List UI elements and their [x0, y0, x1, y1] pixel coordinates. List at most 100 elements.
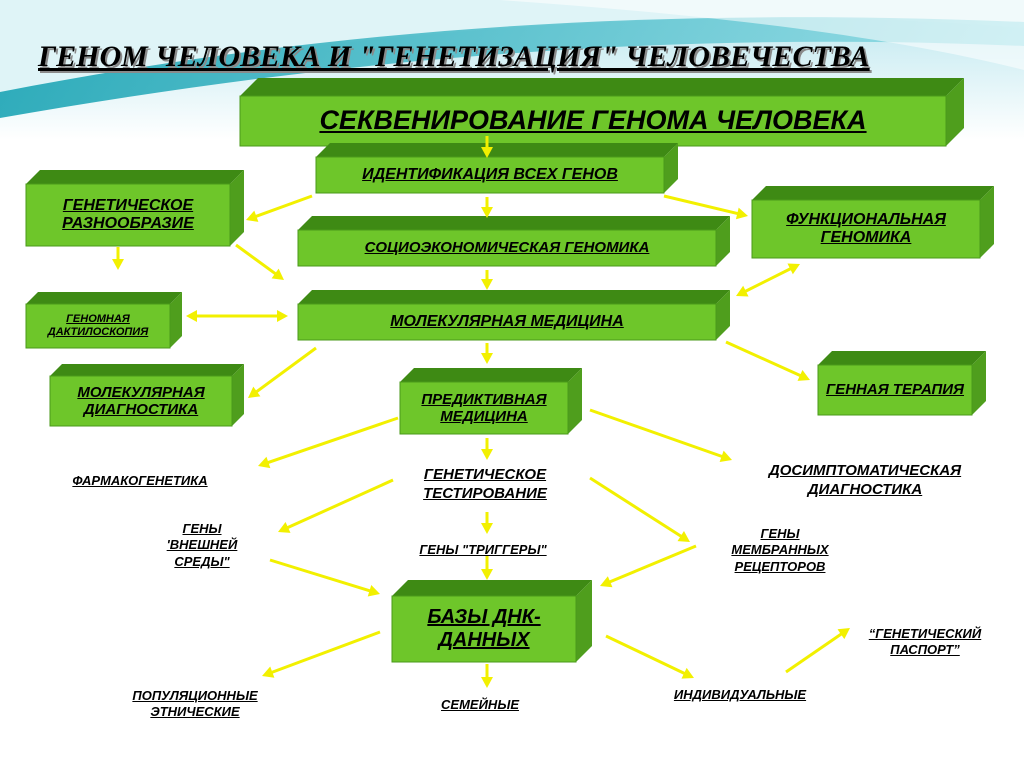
arrow-head	[481, 279, 493, 290]
arrow-shaft	[589, 408, 725, 459]
arrow-db-to-family	[481, 664, 493, 688]
box-side-face	[980, 186, 994, 258]
arrow-head	[112, 259, 124, 270]
box-shape-functional-genomics	[751, 186, 994, 259]
arrow-head	[677, 531, 690, 542]
box-top-face	[392, 580, 592, 596]
arrow-pred-to-testing	[481, 438, 493, 460]
box-front-face	[315, 156, 665, 194]
arrow-head	[837, 628, 850, 640]
box-side-face	[946, 78, 964, 146]
box-side-face	[568, 368, 582, 434]
box-front-face	[25, 303, 171, 349]
box-shape-molecular-medicine	[297, 290, 730, 341]
label-genetic-passport: “ГЕНЕТИЧЕСКИЙ ПАСПОРТ”	[868, 626, 982, 658]
box-molecular-diagnostics: МОЛЕКУЛЯРНАЯ ДИАГНОСТИКА	[50, 376, 232, 426]
box-shape-fingerprinting	[25, 292, 182, 349]
arrow-shaft	[253, 194, 313, 219]
arrow-diversity-to-molmed	[235, 243, 284, 280]
arrow-shaft	[743, 266, 793, 294]
box-gene-therapy: ГЕННАЯ ТЕРАПИЯ	[818, 365, 972, 415]
arrow-head	[481, 523, 493, 534]
label-population: ПОПУЛЯЦИОННЫЕ ЭТНИЧЕСКИЕ	[132, 688, 258, 720]
box-top-face	[26, 292, 182, 304]
arrow-head	[277, 310, 288, 322]
arrow-head	[736, 285, 749, 297]
arrow-head	[271, 268, 284, 280]
box-top-face	[240, 78, 964, 96]
box-fingerprinting: ГЕНОМНАЯ ДАКТИЛОСКОПИЯ	[26, 304, 170, 348]
box-label: БАЗЫ ДНК-ДАННЫХ	[427, 606, 541, 651]
label-presymptomatic: ДОСИМПТОМАТИЧЕСКАЯ ДИАГНОСТИКА	[768, 462, 962, 498]
label-family: СЕМЕЙНЫЕ	[441, 697, 519, 712]
arrow-head	[481, 147, 493, 158]
arrow-testing-to-envgenes	[278, 478, 394, 533]
box-label: ГЕНЕТИЧЕСКОЕ РАЗНООБРАЗИЕ	[62, 196, 194, 232]
box-label: СЕКВЕНИРОВАНИЕ ГЕНОМА ЧЕЛОВЕКА	[319, 105, 867, 136]
arrow-head	[735, 207, 748, 220]
box-functional-genomics: ФУНКЦИОНАЛЬНАЯ ГЕНОМИКА	[752, 200, 980, 258]
box-side-face	[716, 290, 730, 340]
arrow-head	[246, 210, 259, 222]
box-shape-gene-therapy	[817, 351, 986, 416]
box-identification: ИДЕНТИФИКАЦИЯ ВСЕХ ГЕНОВ	[316, 157, 664, 193]
arrow-head	[258, 456, 271, 469]
box-shape-sequencing	[239, 78, 964, 147]
box-front-face	[49, 375, 233, 427]
arrow-head	[262, 666, 275, 678]
label-individual: ИНДИВИДУАЛЬНЫЕ	[673, 687, 807, 702]
arrow-ident-to-diversity	[246, 194, 313, 222]
arrow-head	[481, 449, 493, 460]
box-sequencing: СЕКВЕНИРОВАНИЕ ГЕНОМА ЧЕЛОВЕКА	[240, 96, 946, 146]
arrow-db-to-population	[262, 630, 381, 678]
arrow-shaft	[589, 476, 684, 539]
box-label: ИДЕНТИФИКАЦИЯ ВСЕХ ГЕНОВ	[362, 165, 618, 183]
label-genetic-testing: ГЕНЕТИЧЕСКОЕ ТЕСТИРОВАНИЕ	[423, 466, 547, 502]
box-side-face	[716, 216, 730, 266]
swoosh-light	[0, 0, 1024, 92]
arrow-envgenes-to-db	[269, 558, 380, 597]
box-label: ГЕНОМНАЯ ДАКТИЛОСКОПИЯ	[47, 313, 149, 338]
box-front-face	[817, 364, 973, 416]
box-shape-identification	[315, 143, 678, 194]
arrow-shaft	[254, 346, 317, 394]
box-front-face	[399, 381, 569, 435]
box-label: ФУНКЦИОНАЛЬНАЯ ГЕНОМИКА	[786, 210, 946, 246]
arrow-pred-to-presym	[589, 408, 732, 463]
box-side-face	[230, 170, 244, 246]
arrow-head	[481, 207, 493, 218]
arrow-shaft	[785, 631, 844, 674]
arrow-socio-to-molmed	[481, 270, 493, 290]
box-shape-genetic-diversity	[25, 170, 244, 247]
arrow-head	[681, 667, 694, 679]
box-side-face	[576, 580, 592, 662]
arrow-shaft	[235, 243, 278, 276]
box-shape-molecular-diagnostics	[49, 364, 244, 427]
arrow-testing-to-membrane	[589, 476, 690, 542]
label-pharmacogenetics: ФАРМАКОГЕНЕТИКА	[72, 473, 208, 488]
label-membrane-genes: ГЕНЫ МЕМБРАННЫХ РЕЦЕПТОРОВ	[731, 526, 829, 574]
arrow-shaft	[725, 340, 803, 378]
arrow-shaft	[266, 416, 399, 465]
box-front-face	[751, 199, 981, 259]
box-top-face	[752, 186, 994, 200]
arrow-ident-to-functional	[663, 194, 748, 220]
arrow-head	[481, 569, 493, 580]
arrow-head	[248, 386, 261, 398]
box-top-face	[298, 216, 730, 230]
arrow-head	[481, 677, 493, 688]
arrow-head	[186, 310, 197, 322]
box-dna-databases: БАЗЫ ДНК-ДАННЫХ	[392, 596, 576, 662]
arrow-shaft	[607, 544, 697, 584]
box-label: ГЕННАЯ ТЕРАПИЯ	[825, 381, 964, 399]
box-predictive-medicine: ПРЕДИКТИВНАЯ МЕДИЦИНА	[400, 382, 568, 434]
box-label: СОЦИОЭКОНОМИЧЕСКАЯ ГЕНОМИКА	[364, 239, 650, 257]
arrow-shaft	[663, 194, 740, 216]
arrow-molmed-to-diag	[248, 346, 317, 398]
arrow-head	[367, 585, 380, 597]
box-top-face	[298, 290, 730, 304]
box-socio-genomics: СОЦИОЭКОНОМИЧЕСКАЯ ГЕНОМИКА	[298, 230, 716, 266]
box-side-face	[170, 292, 182, 348]
page-title: ГЕНОМ ЧЕЛОВЕКА И "ГЕНЕТИЗАЦИЯ" ЧЕЛОВЕЧЕС…	[38, 40, 870, 73]
